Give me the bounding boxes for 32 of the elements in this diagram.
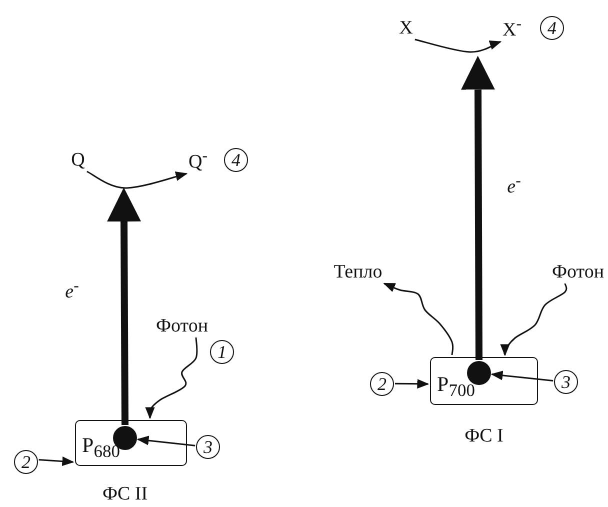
term-label: Тепло <box>334 262 382 282</box>
arrow <box>383 282 454 356</box>
electron-transfer-arrow <box>107 188 141 426</box>
arrow <box>136 436 196 446</box>
arrow <box>86 170 188 189</box>
term-label: Q$^{-}$ <box>188 148 208 172</box>
arrow <box>490 370 554 382</box>
electron-transfer-arrow <box>461 56 495 360</box>
callout-number: 2 <box>370 372 394 396</box>
arrow <box>38 456 74 466</box>
callout-number: 2 <box>14 450 38 474</box>
term-label: Фотон <box>552 262 604 282</box>
arrow <box>394 379 430 389</box>
photosystem-box <box>430 357 538 405</box>
callout-number: 3 <box>196 435 220 459</box>
pigment-label: P$_{680}$ <box>82 435 120 461</box>
arrow <box>498 283 568 356</box>
callout-number: 4 <box>224 148 248 172</box>
callout-number: 3 <box>554 370 578 394</box>
term-label: Q <box>71 150 85 170</box>
term-label: X <box>399 18 413 38</box>
term-label: Фотон <box>156 316 208 336</box>
callout-number: 4 <box>540 16 564 40</box>
term-label: X$^{-}$ <box>502 16 522 40</box>
reaction-center-dot <box>467 361 491 385</box>
arrow <box>144 337 198 420</box>
pigment-label: P$_{700}$ <box>437 374 475 400</box>
photosystem-box <box>75 420 187 466</box>
caption-text: ФС I <box>464 426 504 446</box>
callout-number: 1 <box>210 340 234 364</box>
caption-text: ФС II <box>102 484 148 504</box>
arrow <box>414 38 502 53</box>
